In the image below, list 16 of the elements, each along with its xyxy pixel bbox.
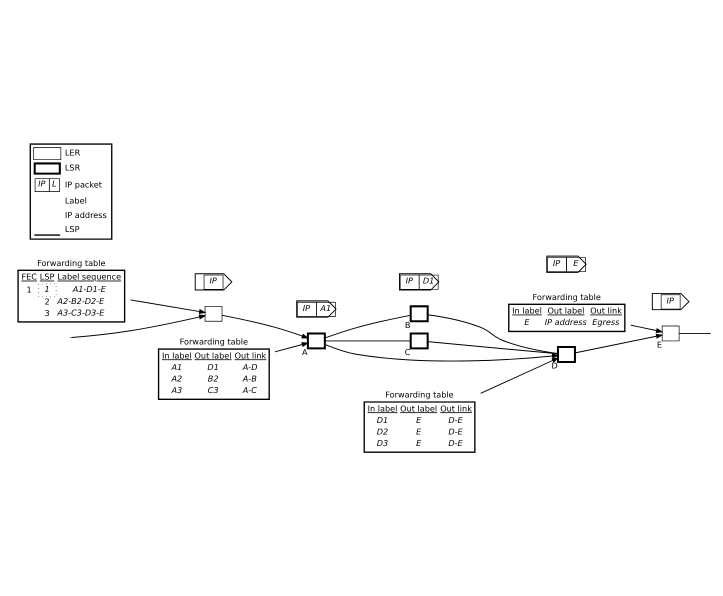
legend-label: IP address: [64, 210, 107, 220]
node-label: Forwarding table: [532, 292, 601, 302]
node-label: Forwarding table: [37, 258, 106, 268]
legend-label: LSP: [64, 224, 80, 234]
node-label: A: [302, 346, 308, 357]
node-label: B: [404, 320, 410, 330]
node-label: Forwarding table: [385, 390, 454, 400]
legend-label: LSR: [64, 162, 80, 173]
node-label: E: [656, 339, 662, 350]
node-label: Forwarding table: [180, 336, 248, 347]
legend-label: LER: [64, 148, 80, 158]
node-label: D: [551, 360, 558, 370]
label: L: [52, 178, 57, 189]
legend-label: Label: [64, 196, 87, 206]
node-label: C: [404, 346, 410, 357]
legend-label: IP packet: [64, 179, 102, 190]
